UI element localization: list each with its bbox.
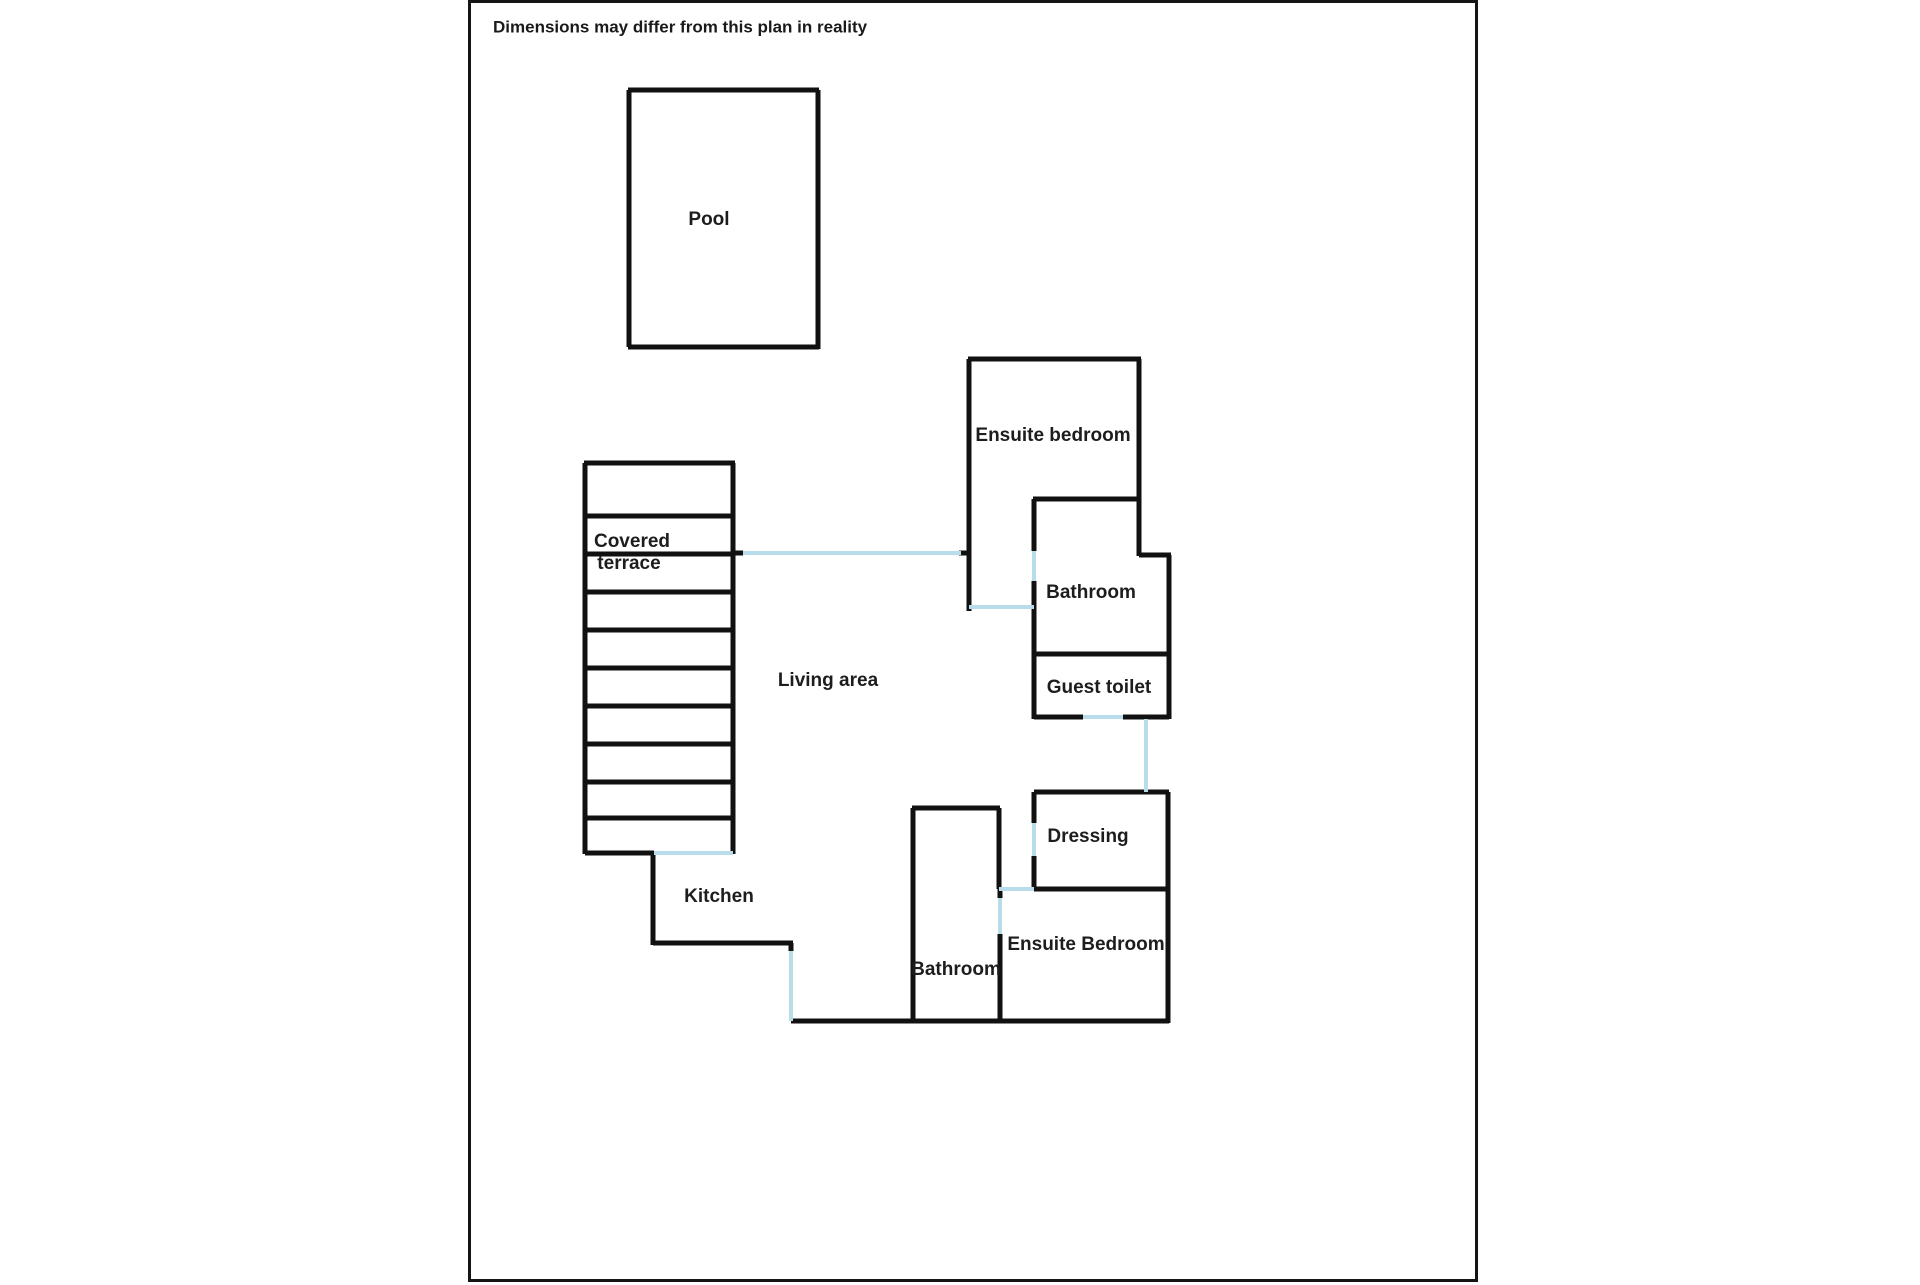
room-label-ensuite-bedroom: Ensuite bedroom	[975, 425, 1130, 446]
plan-disclaimer-note: Dimensions may differ from this plan in …	[493, 17, 868, 36]
floor-plan-sheet: Dimensions may differ from this plan in …	[468, 0, 1478, 1282]
room-label-covered-terrace-2: terrace	[597, 553, 660, 574]
room-label-bathroom-upper: Bathroom	[1046, 582, 1136, 603]
room-label-dressing: Dressing	[1047, 826, 1128, 847]
doors-layer	[654, 551, 1148, 1021]
room-label-pool: Pool	[688, 209, 729, 230]
room-label-ensuite-bedroom-2: Ensuite Bedroom	[1007, 934, 1164, 955]
floor-plan-svg: Dimensions may differ from this plan in …	[493, 17, 1172, 1024]
room-label-kitchen: Kitchen	[684, 886, 754, 907]
room-label-guest-toilet: Guest toilet	[1047, 677, 1152, 698]
room-label-living-area: Living area	[778, 670, 879, 691]
walls-layer	[582, 87, 1172, 1024]
room-label-bathroom-lower: Bathroom	[911, 959, 1001, 980]
room-label-covered-terrace: Covered	[594, 531, 670, 552]
